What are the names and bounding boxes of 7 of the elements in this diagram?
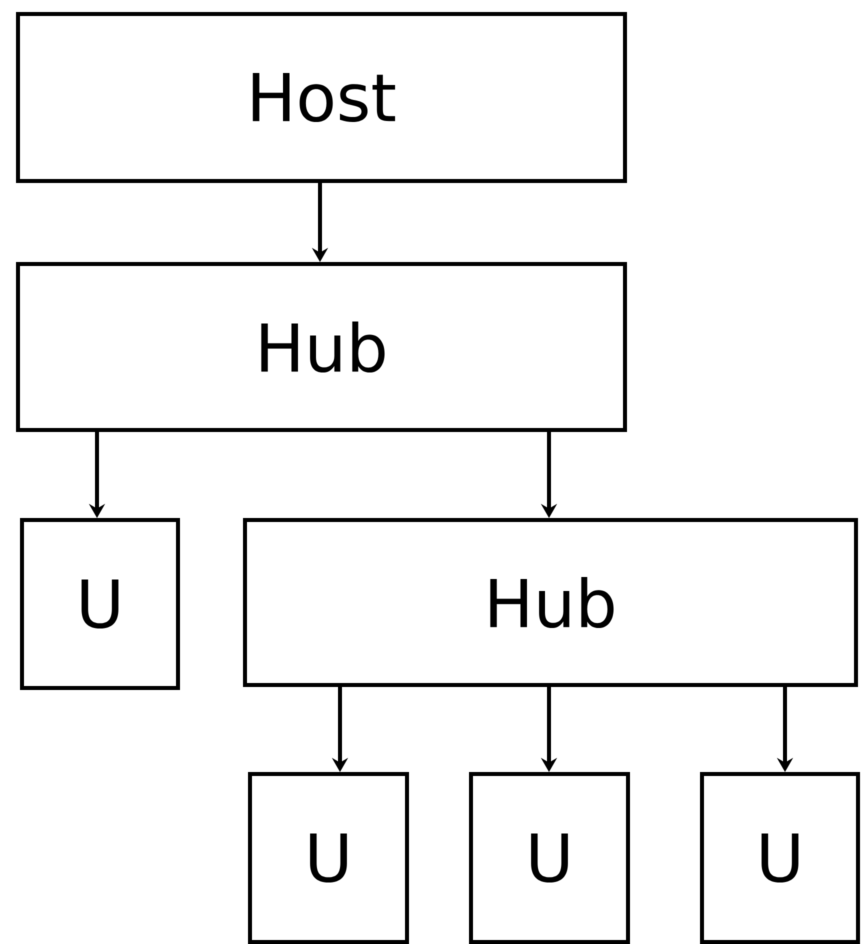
process-box: U [248,772,409,944]
process-box: Hub [243,518,858,687]
process-box: U [20,518,180,690]
process-box: U [700,772,860,944]
process-box: Host [16,12,627,183]
process-box: U [469,772,630,944]
process-box: Hub [16,262,627,432]
